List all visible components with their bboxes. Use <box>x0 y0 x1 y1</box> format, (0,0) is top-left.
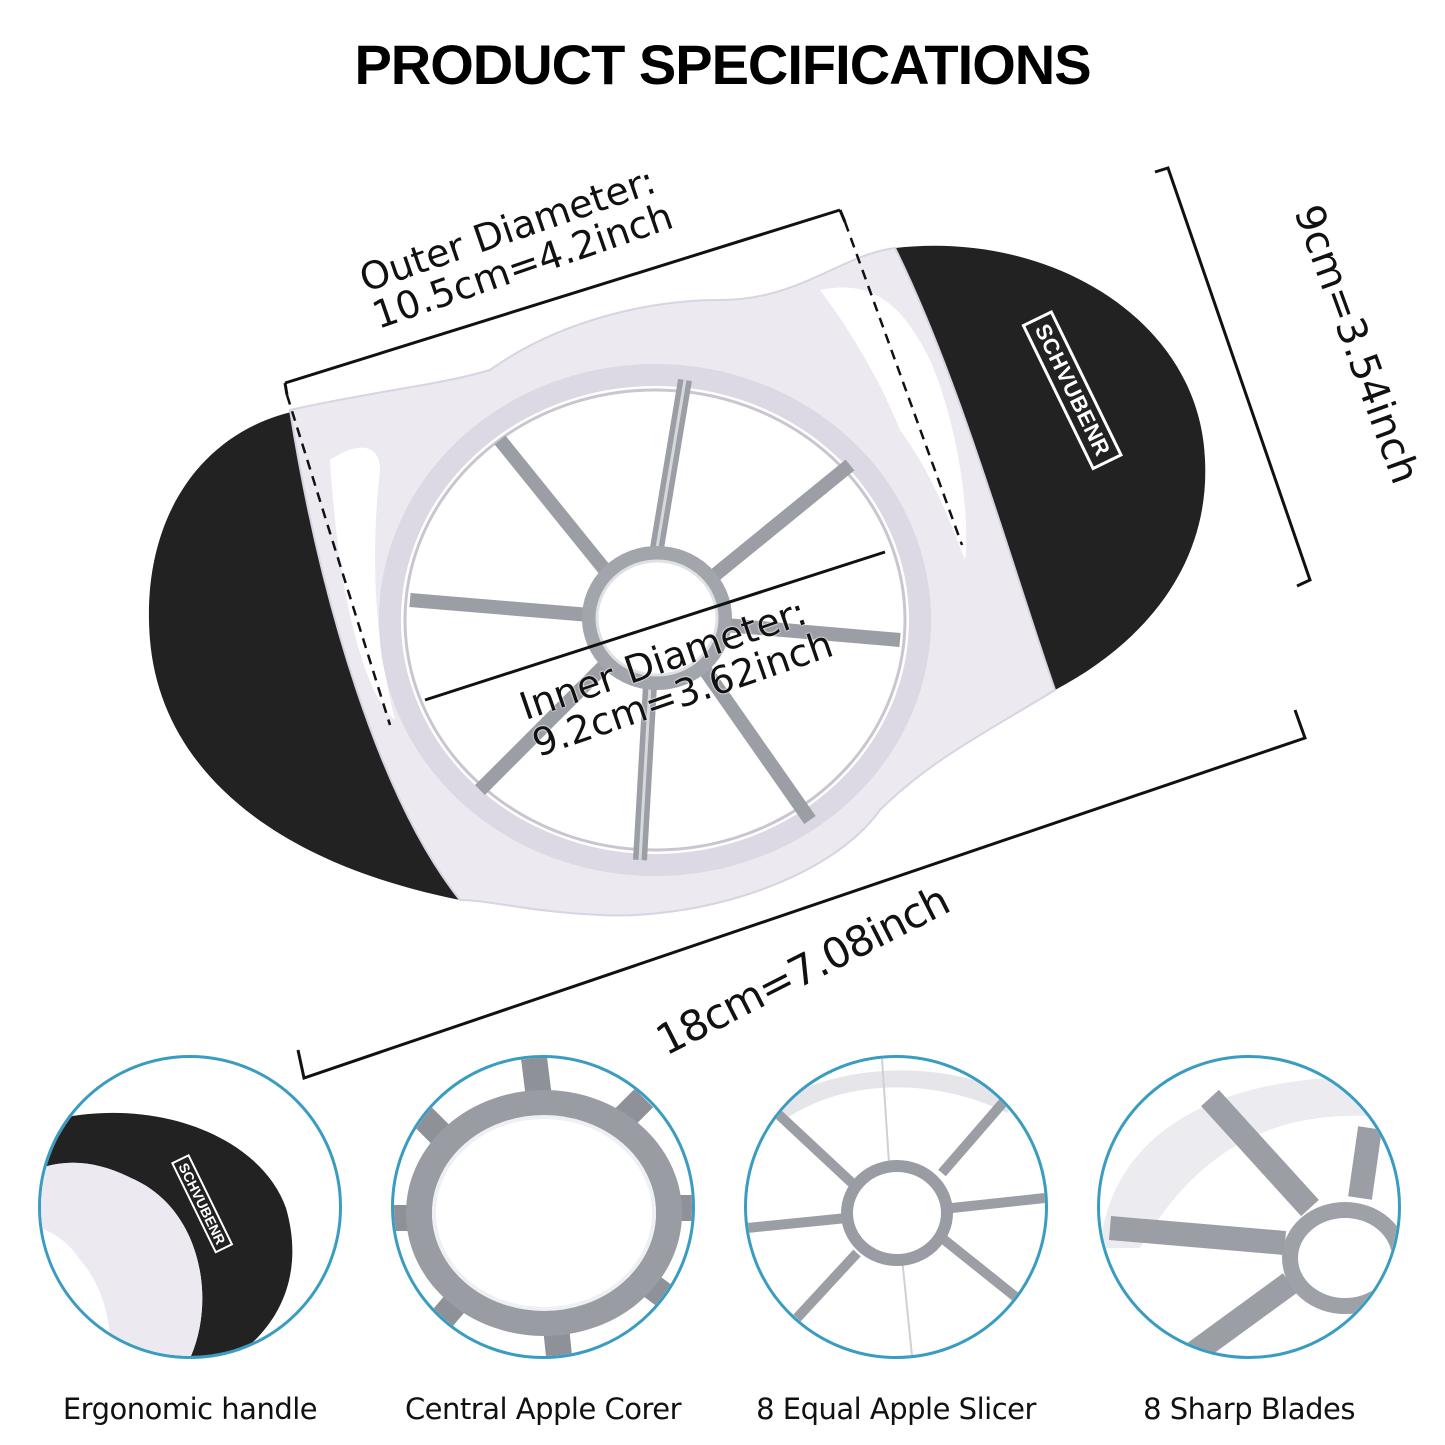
feature-image-blades <box>1097 1055 1401 1359</box>
feature-sharp-blades: 8 Sharp Blades <box>1084 1055 1414 1426</box>
feature-caption: Central Apple Corer <box>404 1392 682 1426</box>
feature-caption: Ergonomic handle <box>62 1392 318 1426</box>
feature-image-handle: SCHVUBENR <box>38 1055 342 1359</box>
length-dimension <box>296 709 1307 1080</box>
feature-image-slicer <box>744 1055 1048 1359</box>
feature-central-corer: Central Apple Corer <box>378 1055 708 1426</box>
feature-caption: 8 Equal Apple Slicer <box>756 1392 1036 1426</box>
feature-caption: 8 Sharp Blades <box>1143 1392 1355 1426</box>
product-diagram: Outer Diameter: 10.5cm=4.2inch Inner Dia… <box>148 158 1428 1080</box>
page-title: PRODUCT SPECIFICATIONS <box>354 33 1091 96</box>
feature-image-corer <box>391 1055 695 1359</box>
apple-slicer-illustration <box>148 166 1312 1080</box>
feature-list: SCHVUBENR Ergonomic handle Centr <box>0 1055 1445 1435</box>
right-handle-grip <box>895 245 1206 690</box>
outer-diameter-dimension <box>283 208 964 726</box>
feature-ergonomic-handle: SCHVUBENR Ergonomic handle <box>25 1055 355 1426</box>
inner-diameter-dimension <box>424 550 886 702</box>
feature-equal-slicer: 8 Equal Apple Slicer <box>731 1055 1061 1426</box>
height-dimension <box>1154 166 1312 588</box>
